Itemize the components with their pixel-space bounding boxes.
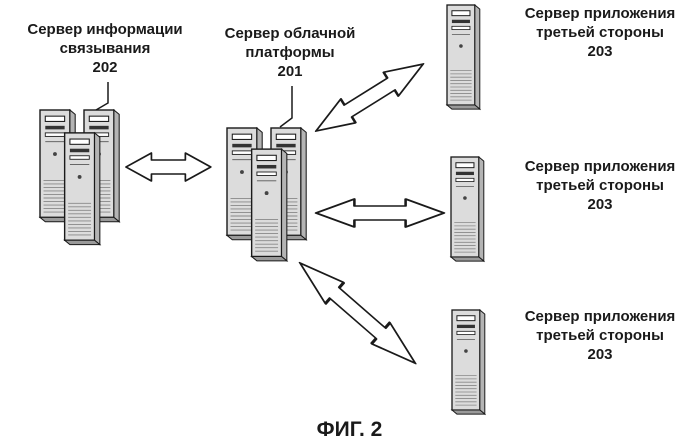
label-cloud-line1: Сервер облачной — [205, 24, 375, 43]
leader-line-201 — [280, 86, 292, 127]
figure-caption: ФИГ. 2 — [0, 418, 699, 442]
label-linking-line2: связывания — [0, 39, 210, 58]
label-third-party-middle: Сервер приложения третьей стороны 203 — [509, 157, 691, 214]
leader-line-202 — [96, 82, 108, 110]
label-third-top-ref: 203 — [509, 42, 691, 61]
arrow-cloud-to-bottom — [291, 252, 425, 373]
label-cloud-ref: 201 — [205, 62, 375, 81]
third-party-server-middle-icon — [451, 157, 484, 261]
label-third-mid-ref: 203 — [509, 195, 691, 214]
label-third-top-line1: Сервер приложения — [509, 4, 691, 23]
third-party-server-bottom-icon — [452, 310, 485, 414]
label-third-mid-line2: третьей стороны — [509, 176, 691, 195]
label-linking-server: Сервер информации связывания 202 — [0, 20, 210, 77]
label-third-top-line2: третьей стороны — [509, 23, 691, 42]
label-cloud-server: Сервер облачной платформы 201 — [205, 24, 375, 81]
linking-server-cluster-icon — [40, 110, 119, 245]
label-third-bottom-line1: Сервер приложения — [509, 307, 691, 326]
label-linking-ref: 202 — [0, 58, 210, 77]
arrow-cloud-to-middle — [316, 199, 444, 227]
label-cloud-line2: платформы — [205, 43, 375, 62]
cloud-server-cluster-icon — [227, 128, 306, 261]
label-third-mid-line1: Сервер приложения — [509, 157, 691, 176]
label-third-party-top: Сервер приложения третьей стороны 203 — [509, 4, 691, 61]
label-linking-line1: Сервер информации — [0, 20, 210, 39]
label-third-party-bottom: Сервер приложения третьей стороны 203 — [509, 307, 691, 364]
label-third-bottom-line2: третьей стороны — [509, 326, 691, 345]
arrow-linking-to-cloud — [126, 153, 211, 181]
label-third-bottom-ref: 203 — [509, 345, 691, 364]
third-party-server-top-icon — [447, 5, 480, 109]
